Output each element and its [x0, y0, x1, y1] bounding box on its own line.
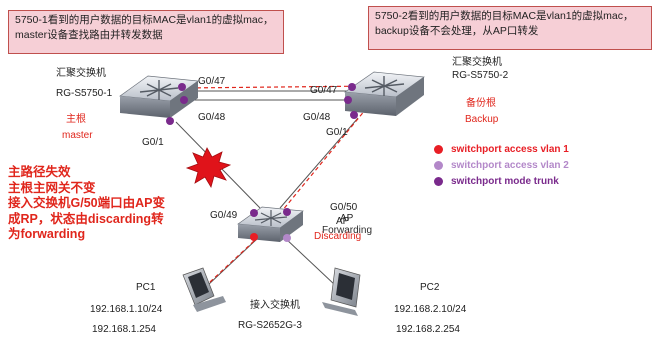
port-dot-s2-g01	[350, 111, 358, 119]
port-dot-s1-g047	[178, 83, 186, 91]
pc1-gateway-label: 192.168.1.254	[92, 324, 156, 335]
port-label-s3-right: G0/50	[330, 202, 358, 213]
legend-label-trunk: switchport mode trunk	[451, 175, 559, 187]
legend-dot-vlan1-icon	[434, 144, 443, 154]
legend-item-vlan1: switchport access vlan 1	[434, 141, 569, 157]
port-label-s1-top: G0/47	[198, 76, 226, 87]
switch2-role-label: 备份根	[466, 98, 496, 109]
port-dot-s1-g048	[180, 96, 188, 104]
pc2-name-label: PC2	[420, 282, 440, 293]
port-dot-s3-pc1	[250, 233, 258, 241]
ap-label-red: AP	[340, 213, 354, 224]
switch1-role-label: 主根	[66, 114, 86, 125]
failure-line: 成RP，状态由discarding转	[8, 211, 164, 226]
port-label-s1-down: G0/1	[142, 137, 164, 148]
failure-line: 主根主网关不变	[8, 180, 96, 195]
pc2-ip-label: 192.168.2.10/24	[394, 304, 467, 315]
ap-label: AP	[336, 216, 350, 227]
switch-s2652g-3-icon[interactable]	[237, 206, 304, 242]
callout-left: 5750-1看到的用户数据的目标MAC是vlan1的虚拟mac，master设备…	[8, 10, 284, 54]
failure-line: 接入交换机G/50端口由AP变	[8, 196, 165, 210]
switch1-type-label: 汇聚交换机	[56, 68, 106, 79]
switch3-model-label: RG-S2652G-3	[238, 320, 302, 331]
discarding-label: Discarding	[314, 231, 362, 242]
port-label-s1-mid: G0/48	[198, 112, 226, 123]
pc1-name-label: PC1	[136, 282, 156, 293]
legend: switchport access vlan 1 switchport acce…	[434, 141, 569, 189]
legend-item-trunk: switchport mode trunk	[434, 173, 569, 189]
link-s2-s3	[279, 117, 359, 209]
pc1-icon[interactable]	[182, 267, 226, 312]
link-s3-pc2	[284, 237, 336, 286]
switch-s5750-2-icon[interactable]	[344, 71, 425, 116]
failure-description: 主路径失效 主根主网关不变 接入交换机G/50端口由AP变 成RP，状态由dis…	[8, 165, 208, 243]
legend-dot-trunk-icon	[434, 176, 443, 186]
port-dot-s3-g049	[250, 209, 258, 217]
legend-dot-vlan2-icon	[434, 160, 443, 170]
switch3-type-label: 接入交换机	[250, 300, 300, 311]
pc2-gateway-label: 192.168.2.254	[396, 324, 460, 335]
switch1-model-label: RG-S5750-1	[56, 88, 113, 99]
port-label-s2-mid: G0/48	[303, 112, 331, 123]
port-label-s2-down: G0/1	[326, 127, 348, 138]
callout-right: 5750-2看到的用户数据的目标MAC是vlan1的虚拟mac，backup设备…	[368, 6, 652, 50]
port-label-s2-top: G0/47	[310, 85, 338, 96]
port-dot-s3-pc2	[283, 234, 291, 242]
switch2-type-label: 汇聚交换机	[452, 57, 502, 68]
pc1-ip-label: 192.168.1.10/24	[90, 304, 163, 315]
link-failure-icon	[185, 147, 232, 189]
port-dot-s1-g01	[166, 117, 174, 125]
port-dot-s3-g050	[283, 208, 291, 216]
port-dot-s2-g048	[344, 96, 352, 104]
switch2-model-label: RG-S5750-2	[452, 70, 509, 81]
traffic-path-up	[209, 90, 382, 283]
port-label-s3-left: G0/49	[210, 210, 238, 221]
link-s3-pc1	[207, 237, 259, 286]
legend-label-vlan2: switchport access vlan 2	[451, 159, 569, 171]
failure-line: 主路径失效	[8, 165, 71, 179]
pc2-icon[interactable]	[322, 267, 361, 316]
failure-line: 为forwarding	[8, 227, 86, 241]
port-dot-s2-g047	[348, 83, 356, 91]
legend-item-vlan2: switchport access vlan 2	[434, 157, 569, 173]
switch1-state-label: master	[62, 130, 93, 141]
forwarding-label: Forwarding	[322, 225, 373, 236]
switch2-state-label: Backup	[465, 114, 499, 125]
legend-label-vlan1: switchport access vlan 1	[451, 143, 569, 155]
port-dots	[166, 83, 358, 242]
